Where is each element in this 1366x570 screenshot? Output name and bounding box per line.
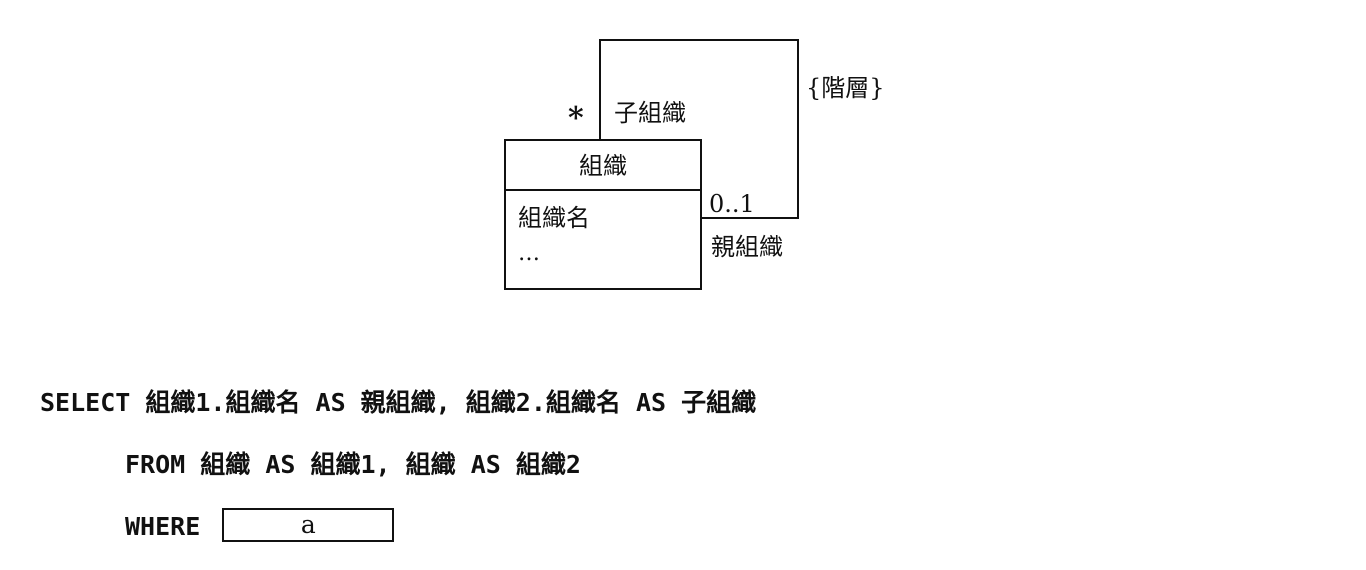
constraint-label: {階層} (806, 74, 885, 102)
multiplicity-child: * (568, 101, 584, 136)
attribute-ellipsis: … (518, 241, 540, 266)
attribute-name: 組織名 (518, 204, 590, 232)
sql-select-clause: 組織1.組織名 AS 親組織, 組織2.組織名 AS 子組織 (145, 388, 757, 417)
role-child: 子組織 (614, 99, 686, 127)
role-parent: 親組織 (711, 233, 783, 261)
multiplicity-parent: 0..1 (709, 190, 755, 218)
sql-from-line: FROM 組織 AS 組織1, 組織 AS 組織2 (125, 450, 581, 480)
class-box (504, 139, 702, 290)
sql-where-keyword: WHERE (125, 512, 201, 541)
sql-select-keyword: SELECT (40, 388, 131, 417)
blank-box-a: a (222, 508, 395, 542)
sql-select-line: SELECT 組織1.組織名 AS 親組織, 組織2.組織名 AS 子組織 (40, 388, 756, 418)
sql-where-line: WHERE a (125, 508, 395, 542)
self-association-line (599, 39, 799, 219)
uml-class-diagram: 組織 組織名 … * 子組織 {階層} 0..1 親組織 (504, 39, 885, 290)
class-name: 組織 (579, 152, 627, 180)
sql-from-keyword: FROM (125, 450, 186, 479)
sql-from-clause: 組織 AS 組織1, 組織 AS 組織2 (200, 450, 581, 479)
